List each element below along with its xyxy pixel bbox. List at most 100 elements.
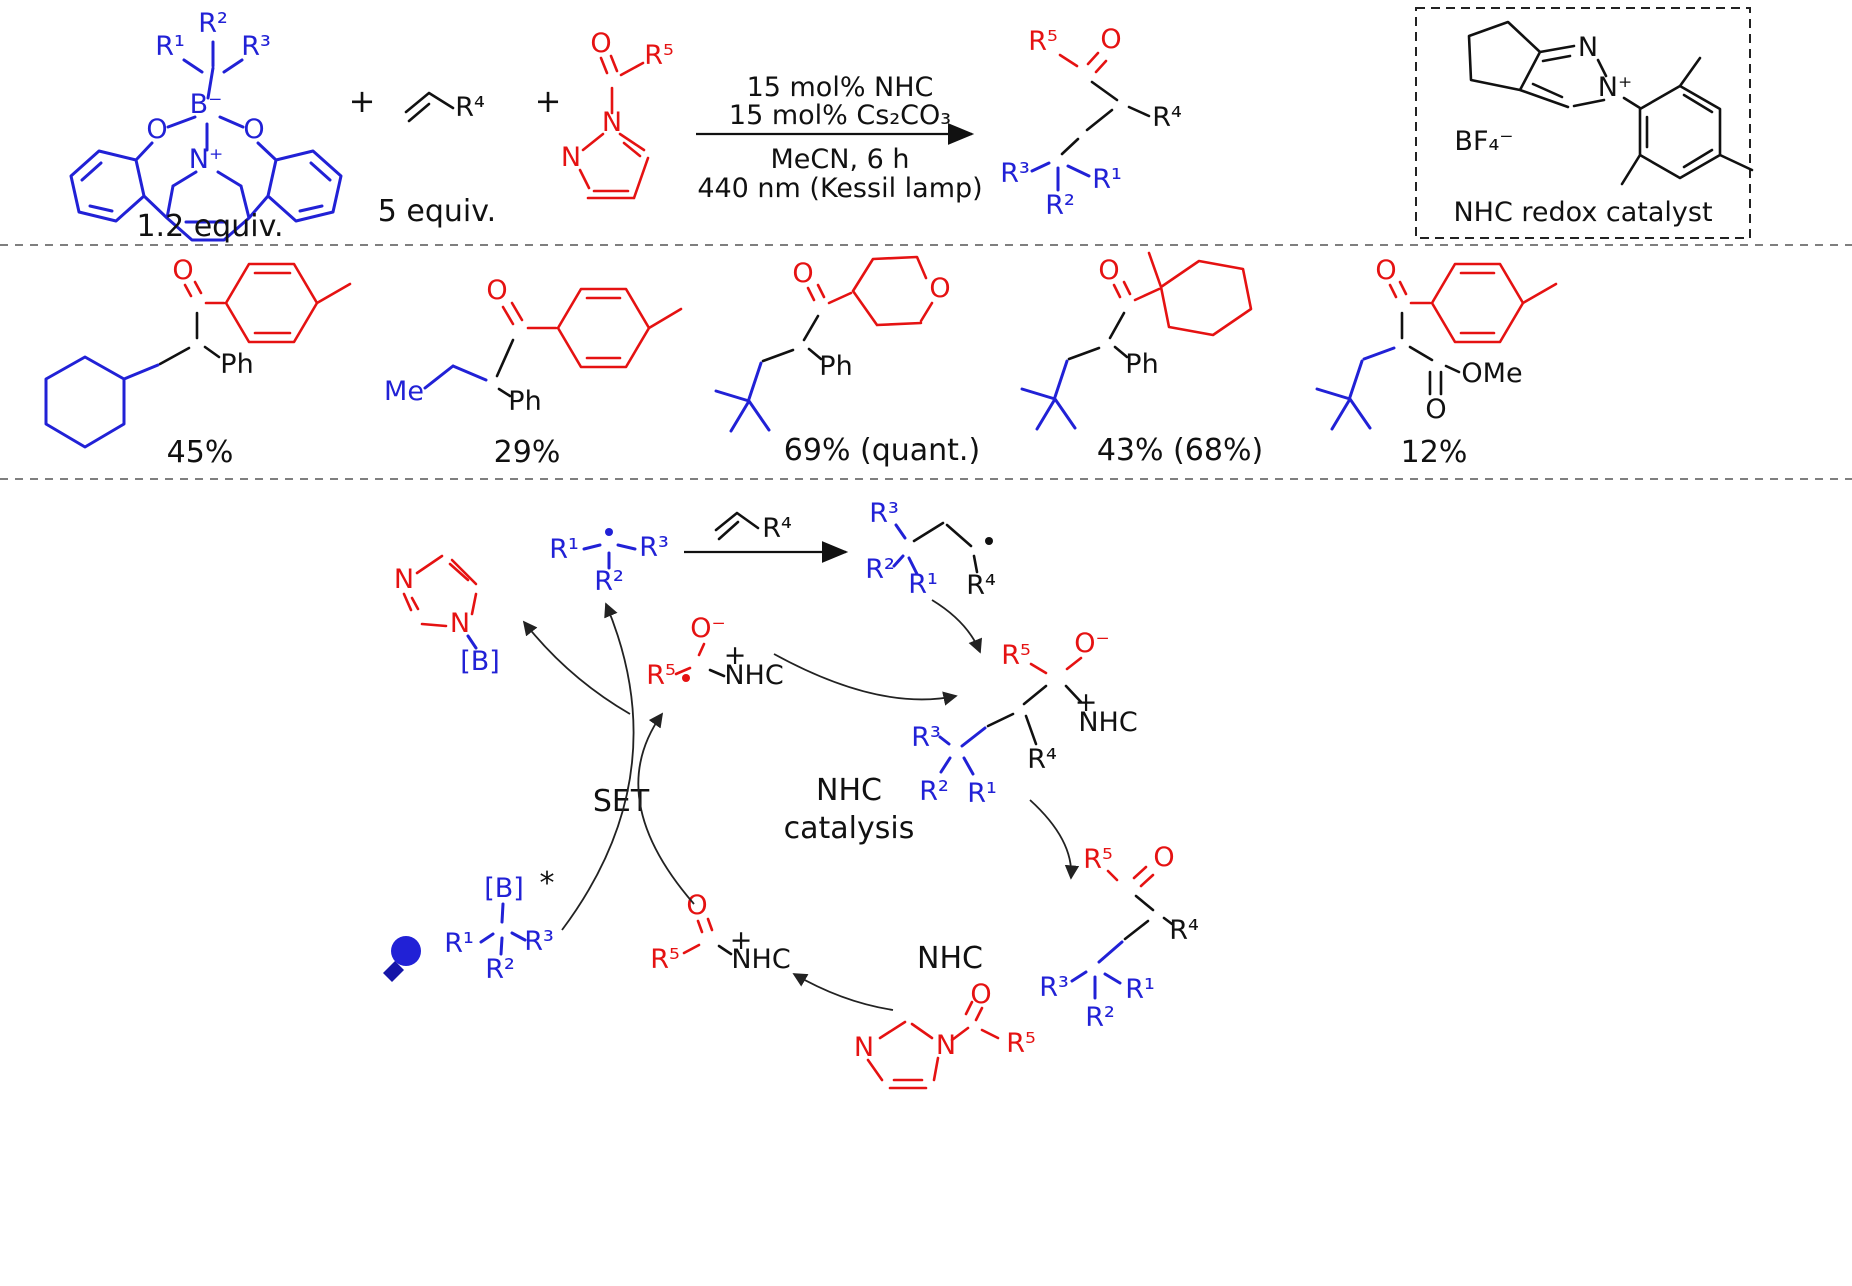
borate-r1-label: R¹ bbox=[155, 31, 185, 62]
example3-ring-o-label: O bbox=[929, 273, 950, 304]
condition-line-4: 440 nm (Kessil lamp) bbox=[697, 173, 982, 204]
plus-sign-2: + bbox=[535, 82, 562, 120]
example-product-5: O OMe O 12% bbox=[1315, 255, 1558, 470]
example1-yield: 45% bbox=[167, 435, 234, 470]
example4-ph-label: Ph bbox=[1125, 349, 1158, 380]
ketyl-plus: + bbox=[724, 640, 747, 671]
product-r3-label: R³ bbox=[1000, 158, 1030, 189]
alkoxide-r5: R⁵ bbox=[1001, 640, 1031, 671]
borate-equiv-label: 1.2 equiv. bbox=[136, 209, 283, 244]
borate-n-label: N⁺ bbox=[189, 144, 223, 175]
catalyst-caption: NHC redox catalyst bbox=[1453, 197, 1712, 228]
imidazolyl-borate-b-bond bbox=[466, 634, 478, 650]
cycle-alkyl-radical: R¹ R³ R² bbox=[549, 528, 669, 597]
catalyst-n1-label: N bbox=[1578, 32, 1598, 63]
adduct-r1: R¹ bbox=[908, 569, 938, 600]
nhc-catalyst-box: N N⁺ BF₄⁻ NHC redox catalyst bbox=[1415, 7, 1754, 239]
example1-red-bonds bbox=[183, 262, 352, 344]
borate-r3-label: R³ bbox=[241, 31, 271, 62]
alkene-substrate: R⁴ 5 equiv. bbox=[378, 91, 496, 229]
arrow-alkoxide-to-product bbox=[1029, 799, 1080, 880]
borate-o-left-label: O bbox=[146, 114, 167, 145]
cycle-alkoxide-adduct: R⁵ O⁻ + NHC R⁴ R³ R² R¹ bbox=[911, 628, 1137, 809]
cycle-center-label-2: catalysis bbox=[784, 811, 915, 846]
alkoxide-nhc: NHC bbox=[1078, 707, 1137, 738]
reaction-arrow-group: 15 mol% NHC 15 mol% Cs₂CO₃ MeCN, 6 h 440… bbox=[696, 72, 983, 204]
cycle-imidazole-n2: N bbox=[936, 1030, 956, 1061]
example-product-4: O Ph 43% (68%) bbox=[1020, 251, 1263, 468]
arrow-imidazole-to-azolium bbox=[792, 973, 894, 1011]
example-product-2: Me O Ph 29% bbox=[384, 275, 683, 470]
ketyl-radical-dot bbox=[682, 674, 690, 682]
alkoxide-plus: + bbox=[1075, 687, 1098, 718]
cycle-product-red-bonds bbox=[1106, 865, 1155, 888]
excited-borate-b: [B] bbox=[484, 873, 524, 904]
cycle-excited-borate: [B] * R¹ R³ R² bbox=[444, 866, 554, 985]
example1-o-label: O bbox=[172, 255, 193, 286]
acyl-imidazole-bonds bbox=[578, 54, 650, 200]
ketyl-o: O⁻ bbox=[690, 613, 726, 644]
product-red-bonds bbox=[1058, 51, 1108, 74]
cycle-product-o: O bbox=[1153, 842, 1174, 873]
example5-ome-label: OMe bbox=[1461, 358, 1522, 389]
imidazole-n1-label: N bbox=[602, 107, 622, 138]
example5-black-bonds bbox=[1400, 311, 1461, 396]
example4-black-bonds bbox=[1067, 311, 1129, 361]
product-r2-label: R² bbox=[1045, 190, 1075, 221]
example3-black-bonds bbox=[761, 314, 823, 363]
example4-blue-bonds bbox=[1020, 359, 1077, 431]
borate-bonds bbox=[69, 40, 343, 242]
alkene-equiv-label: 5 equiv. bbox=[378, 194, 496, 229]
product-structure-top: R⁵ O R⁴ R³ R¹ R² bbox=[1000, 24, 1182, 221]
lightbulb-globe bbox=[391, 936, 421, 966]
example2-black-bonds bbox=[495, 338, 515, 398]
alkoxide-red-bonds bbox=[1029, 656, 1083, 675]
cycle-arrows bbox=[522, 599, 1080, 1011]
product-r5-label: R⁵ bbox=[1028, 26, 1058, 57]
plus-sign-1: + bbox=[349, 82, 376, 120]
lightbulb-icon bbox=[383, 936, 421, 982]
example-product-3: O O Ph 69% (quant.) bbox=[714, 255, 980, 468]
cycle-product-blue-bonds bbox=[1070, 940, 1124, 1000]
imidazolyl-n2: N bbox=[450, 608, 470, 639]
excited-borate-r1: R¹ bbox=[444, 928, 474, 959]
example3-red-bonds bbox=[806, 255, 934, 327]
cycle-acyl-imidazole: N N O R⁵ bbox=[854, 979, 1036, 1090]
example5-yield: 12% bbox=[1401, 435, 1468, 470]
example5-ester-o-label: O bbox=[1425, 394, 1446, 425]
arrow-ketyl-to-alkoxide bbox=[773, 653, 958, 706]
condition-line-2: 15 mol% Cs₂CO₃ bbox=[729, 100, 951, 131]
example-product-1: O Ph 45% bbox=[44, 255, 352, 470]
alkoxide-black-bonds bbox=[986, 684, 1083, 746]
product-blue-bonds bbox=[1030, 161, 1091, 192]
alkoxide-o: O⁻ bbox=[1074, 628, 1110, 659]
cycle-product-black-bonds bbox=[1123, 894, 1174, 941]
alkoxide-r1: R¹ bbox=[967, 778, 997, 809]
condition-line-1: 15 mol% NHC bbox=[747, 72, 934, 103]
arrow-set-borate-to-radical bbox=[561, 602, 635, 931]
nhc-free-label: NHC bbox=[917, 941, 983, 976]
product-r4-label: R⁴ bbox=[1152, 102, 1182, 133]
ketyl-red-bonds bbox=[674, 642, 706, 676]
product-r1-label: R¹ bbox=[1092, 164, 1122, 195]
example5-blue-bonds bbox=[1315, 346, 1396, 431]
arrow-set-azolium-to-ketyl bbox=[637, 712, 695, 905]
product-black-bonds bbox=[1060, 80, 1151, 156]
adduct-blue-bonds bbox=[892, 523, 919, 576]
excited-borate-star: * bbox=[540, 866, 555, 901]
cycle-imidazolyl-borate: N N [B] bbox=[394, 554, 500, 677]
example4-o-label: O bbox=[1098, 255, 1119, 286]
cycle-product-r5: R⁵ bbox=[1083, 844, 1113, 875]
ketyl-r5: R⁵ bbox=[646, 660, 676, 691]
cycle-product: R⁵ O R⁴ R³ R¹ R² bbox=[1039, 842, 1199, 1033]
imidazolyl-borate-red-bonds bbox=[402, 554, 478, 628]
cycle-ketyl-radical: O⁻ R⁵ + NHC bbox=[646, 613, 783, 691]
acyl-azolium-black-bond bbox=[717, 944, 733, 956]
example4-red-bonds bbox=[1112, 251, 1253, 337]
acyl-o-label: O bbox=[590, 28, 611, 59]
example1-black-bonds bbox=[158, 311, 221, 366]
cycle-acyl-imidazole-bonds bbox=[866, 1000, 1000, 1090]
catalyst-bonds bbox=[1467, 20, 1754, 186]
excited-borate-r3: R³ bbox=[524, 926, 554, 957]
